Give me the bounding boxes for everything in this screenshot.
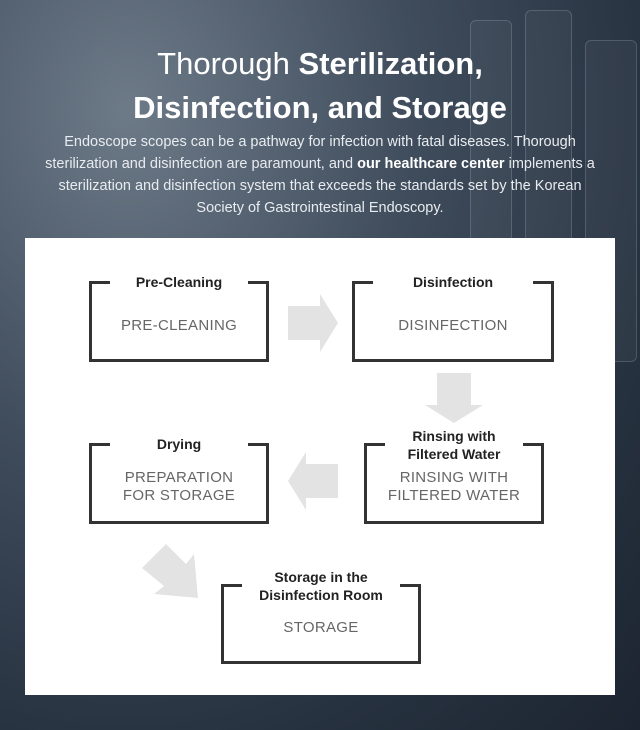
step-subtitle: STORAGE xyxy=(283,619,359,636)
step-title: Pre-Cleaning xyxy=(135,274,223,290)
intro-text: Endoscope scopes can be a pathway for in… xyxy=(45,134,595,216)
step-subtitle: DISINFECTION xyxy=(398,317,508,334)
arrow-left-icon xyxy=(288,452,338,510)
page-title: Thorough Sterilization,Disinfection, and… xyxy=(133,46,507,125)
arrow-right-icon xyxy=(288,294,338,352)
step-title: Drying xyxy=(156,436,202,452)
arrow-diagonal-icon xyxy=(142,544,198,598)
step-disinfection: Disinfection DISINFECTION xyxy=(352,274,554,362)
step-title: Disinfection xyxy=(412,274,494,290)
arrow-down-icon xyxy=(425,373,483,423)
step-pre-cleaning: Pre-Cleaning PRE-CLEANING xyxy=(89,274,269,362)
step-subtitle: PRE-CLEANING xyxy=(120,317,238,334)
